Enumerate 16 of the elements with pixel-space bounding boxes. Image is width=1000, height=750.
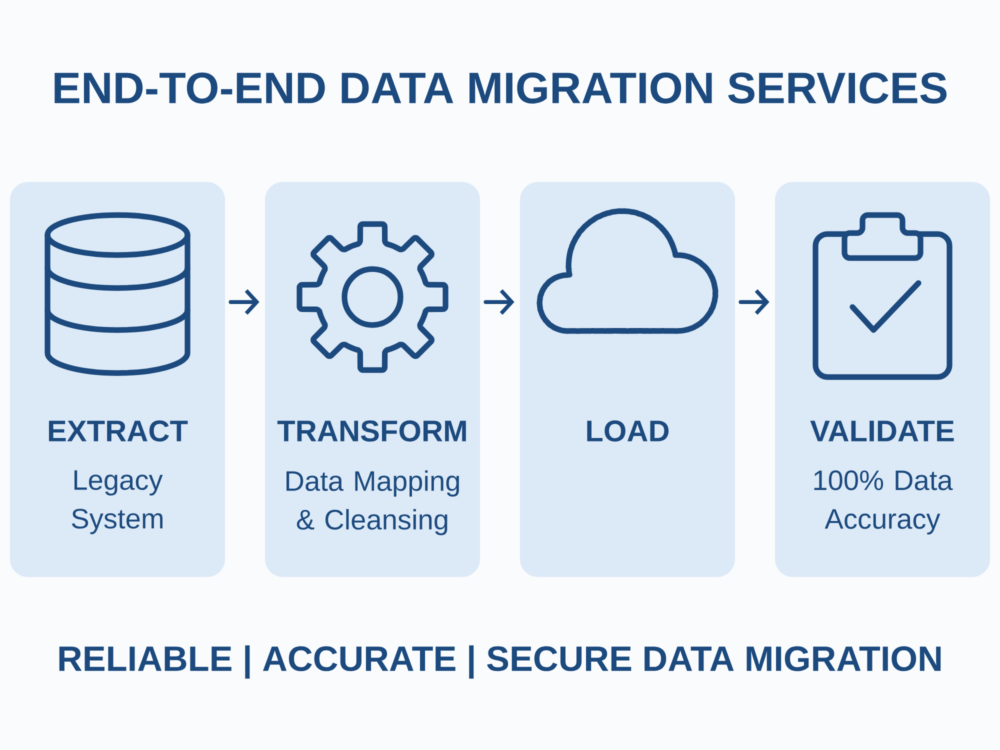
step-card: [265, 182, 480, 577]
step-title: EXTRACT: [48, 420, 188, 442]
step-description: 100% Data Accuracy: [814, 470, 953, 534]
title: END-TO-END DATA MIGRATION SERVICES: [54, 72, 947, 104]
step-card: [775, 182, 990, 577]
step-description: Data Mapping & Cleansing: [286, 470, 459, 536]
step-title: LOAD: [587, 420, 669, 442]
tagline: RELIABLE | ACCURATE | SECURE DATA MIGRATION: [59, 645, 941, 679]
step-card: [10, 182, 225, 577]
step-title: VALIDATE: [810, 420, 954, 442]
step-title: TRANSFORM: [277, 420, 466, 442]
arrow: [738, 289, 770, 315]
step-card: [520, 182, 735, 577]
arrow: [484, 289, 514, 315]
step-description: Legacy System: [72, 470, 163, 534]
arrow: [228, 289, 260, 315]
